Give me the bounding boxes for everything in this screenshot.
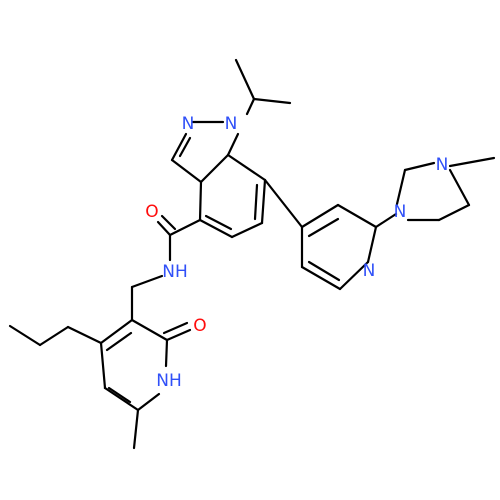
bond (66, 325, 103, 345)
bond (198, 218, 234, 239)
bond (226, 153, 267, 182)
bond (338, 260, 370, 291)
atom-n-piperazine-4: N (436, 155, 449, 175)
bond (168, 218, 202, 237)
bond (307, 217, 340, 238)
bond (204, 214, 233, 231)
bond (8, 324, 42, 347)
atom-nh-amide: NH (162, 262, 188, 282)
bond (164, 338, 169, 368)
bond (226, 132, 240, 157)
bond (448, 168, 471, 207)
bond (132, 408, 140, 450)
bond (403, 161, 436, 172)
bond (199, 153, 230, 184)
bond (263, 178, 304, 229)
bond (99, 341, 107, 390)
bond (107, 386, 132, 404)
bond (374, 212, 398, 229)
bond (160, 214, 177, 231)
atom-n-pyridine: N (363, 261, 376, 281)
bond (437, 203, 471, 222)
bond (156, 220, 172, 237)
bond (448, 156, 496, 168)
bond (252, 97, 292, 105)
bond (300, 203, 340, 229)
bond (336, 203, 378, 229)
bond (178, 136, 192, 158)
bond (366, 225, 378, 264)
bond (130, 274, 164, 289)
bond (170, 132, 188, 162)
bond (230, 221, 264, 239)
bonds (8, 58, 496, 450)
bond (105, 331, 133, 352)
bond (245, 97, 256, 116)
atom-n-pyrazole: N (182, 114, 195, 134)
atom-n-piperazine-1: N (394, 202, 407, 222)
bond (170, 158, 203, 184)
atom-labels: N N O NH N N N O NH (145, 114, 448, 391)
bond (253, 183, 259, 221)
atom-o-amide: O (145, 202, 158, 222)
bond (136, 392, 161, 412)
bond (198, 180, 203, 222)
atom-nh-pyridone: NH (156, 371, 182, 391)
atom-o-pyridone: O (193, 316, 206, 336)
bond (260, 178, 267, 225)
bond (395, 168, 407, 206)
bond (300, 265, 342, 291)
bond (165, 328, 192, 342)
bond (130, 318, 169, 342)
bond (307, 260, 341, 282)
bond (99, 318, 134, 345)
bond (103, 386, 140, 412)
atom-n1-indazole: N (225, 114, 238, 134)
bond (162, 321, 189, 335)
bond (234, 58, 256, 101)
bond (38, 325, 70, 347)
